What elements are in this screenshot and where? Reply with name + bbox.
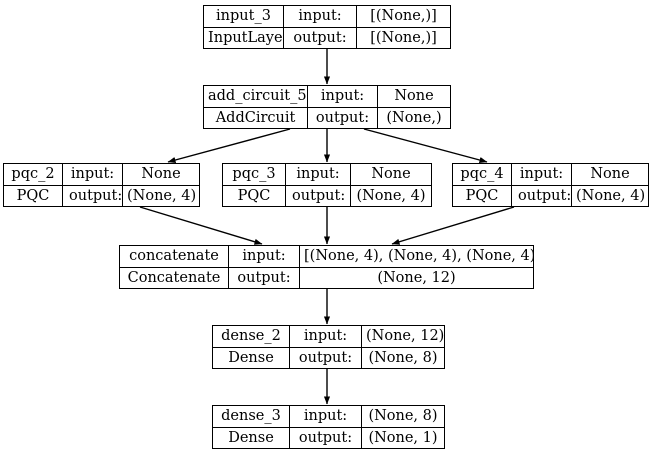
node-class-name: PQC (222, 184, 286, 207)
node-class-name: Concatenate (119, 266, 229, 289)
node-layer-name: pqc_2 (3, 163, 63, 186)
node-class-name: Dense (212, 346, 290, 369)
node-output-label: output: (283, 26, 357, 49)
node-output-label: output: (62, 184, 123, 207)
node-output-shape: (None,) (377, 106, 451, 129)
node-layer-name: input_3 (203, 5, 284, 28)
node-layer-name: dense_2 (212, 325, 290, 348)
node-output-shape: (None, 12) (299, 266, 534, 289)
node-output-shape: (None, 1) (361, 426, 445, 449)
node-input-label: input: (228, 245, 300, 268)
node-input-label: input: (62, 163, 123, 186)
node-input-shape: [(None, 4), (None, 4), (None, 4)] (299, 245, 534, 268)
node-input-shape: None (122, 163, 200, 186)
node-output-label: output: (307, 106, 378, 129)
edge-pqc_2-to-concatenate (139, 206, 263, 245)
node-output-label: output: (289, 346, 362, 369)
node-input-shape: (None, 12) (361, 325, 445, 348)
node-input-label: input: (285, 163, 351, 186)
node-input-label: input: (289, 325, 362, 348)
edge-pqc_4-to-concatenate (391, 206, 515, 245)
node-output-shape: (None, 4) (350, 184, 432, 207)
node-input-label: input: (307, 85, 378, 108)
node-class-name: InputLayer (203, 26, 284, 49)
node-input-label: input: (511, 163, 572, 186)
node-input-label: input: (289, 405, 362, 428)
node-class-name: PQC (3, 184, 63, 207)
node-class-name: PQC (452, 184, 512, 207)
node-layer-name: dense_3 (212, 405, 290, 428)
node-output-shape: [(None,)] (356, 26, 451, 49)
node-layer-name: concatenate (119, 245, 229, 268)
node-output-label: output: (285, 184, 351, 207)
node-input-shape: None (571, 163, 649, 186)
node-output-label: output: (228, 266, 300, 289)
node-output-label: output: (511, 184, 572, 207)
node-input-label: input: (283, 5, 357, 28)
node-layer-name: add_circuit_5 (203, 85, 308, 108)
node-output-shape: (None, 4) (122, 184, 200, 207)
node-output-shape: (None, 8) (361, 346, 445, 369)
node-input-shape: None (350, 163, 432, 186)
edge-add_circuit_5-to-pqc_4 (363, 128, 488, 164)
node-output-shape: (None, 4) (571, 184, 649, 207)
node-output-label: output: (289, 426, 362, 449)
node-layer-name: pqc_3 (222, 163, 286, 186)
node-class-name: AddCircuit (203, 106, 308, 129)
node-input-shape: [(None,)] (356, 5, 451, 28)
node-input-shape: None (377, 85, 451, 108)
node-layer-name: pqc_4 (452, 163, 512, 186)
edge-add_circuit_5-to-pqc_2 (167, 128, 291, 164)
node-input-shape: (None, 8) (361, 405, 445, 428)
node-class-name: Dense (212, 426, 290, 449)
